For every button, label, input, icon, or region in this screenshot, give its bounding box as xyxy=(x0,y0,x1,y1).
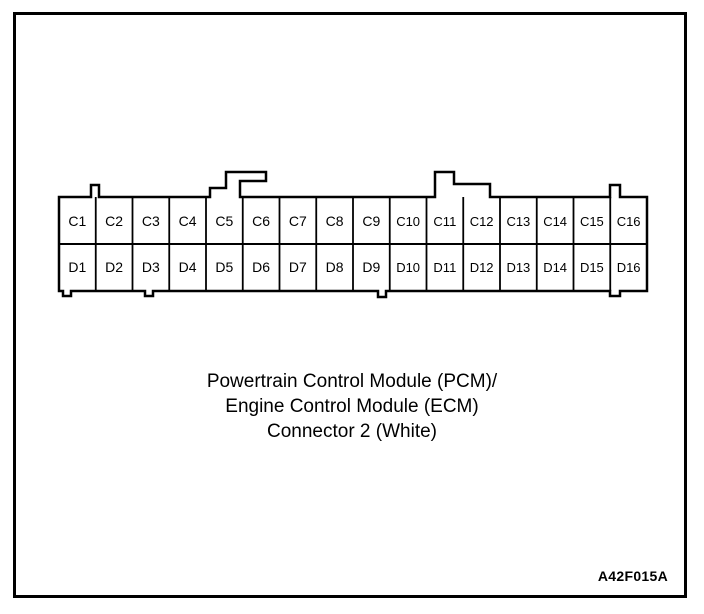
pin-d-3: D3 xyxy=(142,259,160,275)
pin-d-12: D12 xyxy=(470,260,494,275)
pin-c-15: C15 xyxy=(580,214,604,229)
pin-d-14: D14 xyxy=(543,260,567,275)
figure-id: A42F015A xyxy=(597,568,668,584)
caption-line-1: Powertrain Control Module (PCM)/ xyxy=(206,371,498,392)
pin-d-8: D8 xyxy=(326,259,344,275)
pin-d-6: D6 xyxy=(252,259,270,275)
pin-c-9: C9 xyxy=(362,213,380,229)
pin-d-2: D2 xyxy=(105,259,123,275)
pin-c-11: C11 xyxy=(433,214,456,229)
pin-c-10: C10 xyxy=(396,214,420,229)
pin-c-13: C13 xyxy=(506,214,530,229)
pin-d-7: D7 xyxy=(289,259,307,275)
pin-d-9: D9 xyxy=(362,259,380,275)
pin-c-3: C3 xyxy=(142,213,160,229)
caption-line-3: Connector 2 (White) xyxy=(266,421,437,442)
pin-d-5: D5 xyxy=(215,259,233,275)
diagram-frame xyxy=(13,12,687,598)
pin-c-1: C1 xyxy=(68,213,86,229)
pin-d-16: D16 xyxy=(617,260,641,275)
pin-row-d: D1 D2 D3 D4 D5 D6 D7 D8 D9 D10 D11 D12 D13 D14 D15 D16 xyxy=(68,259,640,275)
pin-c-12: C12 xyxy=(470,214,494,229)
connector-outline xyxy=(57,170,649,299)
cell-dividers xyxy=(94,197,612,291)
pin-c-2: C2 xyxy=(105,213,123,229)
pin-c-5: C5 xyxy=(215,213,233,229)
pin-d-15: D15 xyxy=(580,260,604,275)
pin-d-10: D10 xyxy=(396,260,420,275)
pin-c-8: C8 xyxy=(326,213,344,229)
pin-row-c: C1 C2 C3 C4 C5 C6 C7 C8 C9 C10 C11 C12 C13 C14 C15 C16 xyxy=(68,213,640,229)
pin-d-1: D1 xyxy=(68,259,86,275)
pin-d-4: D4 xyxy=(179,259,197,275)
pin-c-14: C14 xyxy=(543,214,567,229)
pin-c-4: C4 xyxy=(179,213,197,229)
pin-c-7: C7 xyxy=(289,213,307,229)
pin-c-6: C6 xyxy=(252,213,270,229)
pin-d-11: D11 xyxy=(433,260,456,275)
caption-line-2: Engine Control Module (ECM) xyxy=(225,396,479,417)
pin-c-16: C16 xyxy=(617,214,641,229)
pin-d-13: D13 xyxy=(506,260,530,275)
